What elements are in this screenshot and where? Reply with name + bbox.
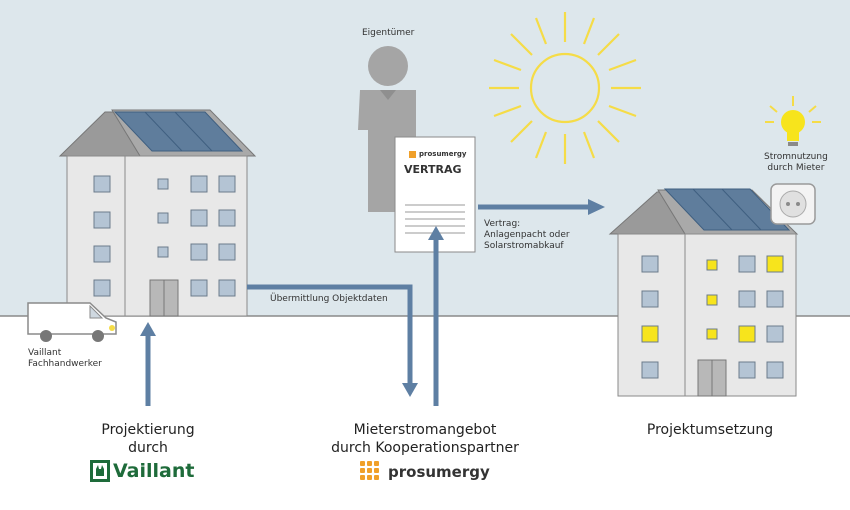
van-label-line-1: Vaillant xyxy=(28,348,62,358)
usage-line-2: durch Mieter xyxy=(767,163,825,173)
arrow-objektdaten xyxy=(247,284,413,385)
caption-projektierung: Projektierung durch xyxy=(68,421,228,457)
left-building xyxy=(58,109,257,317)
right-building xyxy=(608,188,799,397)
vaillant-logo: Vaillant xyxy=(90,460,194,482)
van-icon xyxy=(27,302,117,342)
contract-desc-line-1: Vertrag: xyxy=(484,219,521,229)
van-label-line-2: Fachhandwerker xyxy=(28,359,102,369)
contract-document xyxy=(394,136,476,253)
owner-label: Eigentümer xyxy=(362,28,415,38)
vaillant-bunny-icon xyxy=(90,460,110,482)
arrows xyxy=(145,204,590,406)
power-socket-icon xyxy=(770,183,816,225)
contract-title: VERTRAG xyxy=(404,163,462,176)
caption-mieterstrom: Mieterstromangebot durch Kooperationspar… xyxy=(300,421,550,457)
vaillant-wordmark: Vaillant xyxy=(113,460,195,482)
caption-left-line-1: Projektierung xyxy=(101,422,195,438)
prosumergy-logo: prosumergy xyxy=(360,461,490,483)
prosumergy-dots-icon xyxy=(360,461,379,480)
transfer-label: Übermittlung Objektdaten xyxy=(270,294,388,304)
right-solar-panel xyxy=(663,188,791,231)
arrowheads xyxy=(140,199,605,397)
contract-desc-line-3: Solarstromabkauf xyxy=(484,241,564,251)
van-label: Vaillant Fachhandwerker xyxy=(28,348,102,370)
caption-left-line-2: durch xyxy=(128,440,168,456)
caption-projektumsetzung: Projektumsetzung xyxy=(646,422,774,438)
contract-description: Vertrag: Anlagenpacht oder Solarstromabk… xyxy=(484,219,570,252)
usage-label: Stromnutzung durch Mieter xyxy=(764,152,828,174)
prosumergy-wordmark: prosumergy xyxy=(388,463,490,481)
left-solar-panel xyxy=(113,111,244,152)
usage-line-1: Stromnutzung xyxy=(764,152,828,162)
sun-icon xyxy=(489,12,641,164)
contract-desc-line-2: Anlagenpacht oder xyxy=(484,230,570,240)
lightbulb-icon xyxy=(765,96,821,146)
contract-brand: prosumergy xyxy=(419,150,467,158)
caption-middle-line-1: Mieterstromangebot xyxy=(353,422,497,438)
caption-middle-line-2: durch Kooperationspartner xyxy=(331,440,519,456)
